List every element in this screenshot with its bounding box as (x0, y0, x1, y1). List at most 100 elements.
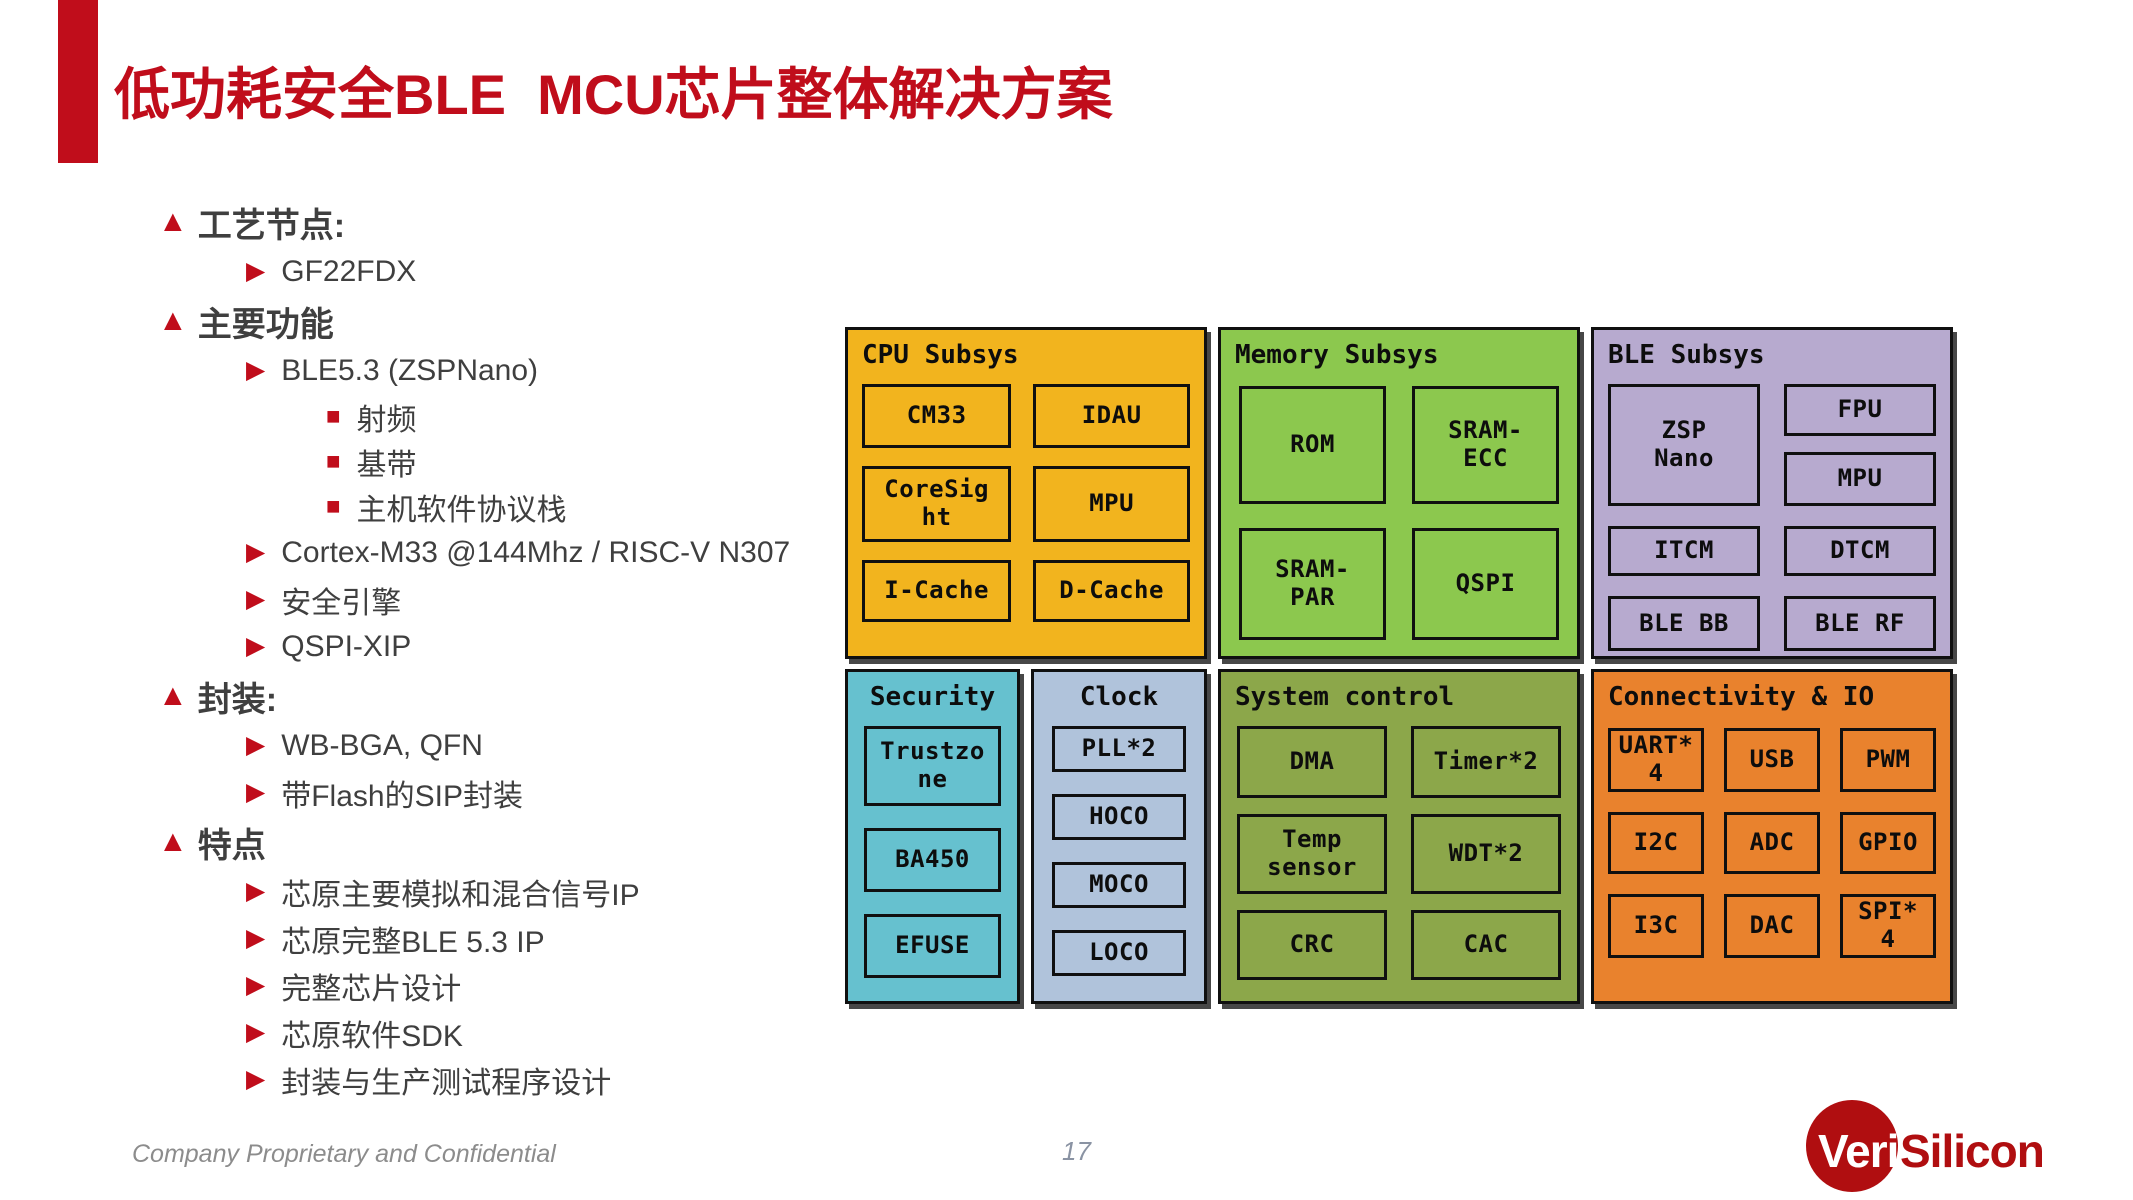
box-gpio: GPIO (1840, 812, 1936, 874)
bullet-text: 封装: (197, 680, 278, 719)
box-i2c: I2C (1608, 812, 1704, 874)
block-title: Connectivity & IO (1608, 682, 1875, 712)
block-title: CPU Subsys (862, 340, 1019, 370)
block-connectivity-io: Connectivity & IO UART* 4 USB PWM I2C AD… (1591, 669, 1953, 1004)
box-sram-par: SRAM- PAR (1239, 528, 1386, 640)
bullet-item: ■ 基带 (326, 439, 878, 484)
block-boxes: ITCM DTCM (1594, 506, 1950, 576)
box-cac: CAC (1411, 910, 1561, 980)
square-marker: ■ (326, 492, 341, 520)
bullet-text: 特点 (197, 826, 266, 865)
verisilicon-logo: Veri Silicon (1806, 1100, 2106, 1195)
block-title: System control (1235, 682, 1455, 712)
block-ble-subsys: BLE Subsys ZSP Nano FPU MPU ITCM DTCM BL… (1591, 327, 1953, 659)
bullet-item: ▶ Cortex-M33 @144Mhz / RISC-V N307 (246, 529, 878, 576)
box-pwm: PWM (1840, 728, 1936, 792)
page-title: 低功耗安全BLE MCU芯片整体解决方案 (114, 63, 1113, 126)
block-clock: Clock PLL*2 HOCO MOCO LOCO (1031, 669, 1207, 1004)
logo-veri-text: Veri (1818, 1125, 1899, 1177)
triangle-right-marker: ▶ (246, 1018, 266, 1046)
bullet-item: ▲封装: (158, 670, 878, 722)
box-itcm: ITCM (1608, 526, 1760, 576)
bullet-text: 基带 (356, 448, 417, 482)
triangle-up-marker: ▲ (158, 205, 188, 238)
box-temp-sensor: Temp sensor (1237, 814, 1387, 894)
box-dma: DMA (1237, 726, 1387, 798)
bullet-text: 主机软件协议栈 (356, 493, 567, 527)
block-title: Memory Subsys (1235, 340, 1439, 370)
box-spi: SPI* 4 (1840, 894, 1936, 958)
block-cpu-subsys: CPU Subsys CM33 IDAU CoreSig ht MPU I-Ca… (845, 327, 1207, 659)
triangle-right-marker: ▶ (246, 877, 266, 905)
bullet-text: WB-BGA, QFN (281, 728, 483, 762)
bullet-text: 完整芯片设计 (281, 972, 462, 1006)
block-boxes: Trustzo ne BA450 EFUSE (848, 718, 1017, 978)
triangle-right-marker: ▶ (246, 1065, 266, 1093)
bullet-item: ▲ 工艺节点: (158, 196, 878, 248)
box-mpu-cpu: MPU (1033, 466, 1190, 542)
bullet-text: 封装与生产测试程序设计 (281, 1066, 612, 1100)
bullet-item: ▲特点 (158, 816, 878, 868)
box-pll: PLL*2 (1052, 726, 1186, 772)
triangle-right-marker: ▶ (246, 257, 266, 285)
bullet-text: 芯原软件SDK (281, 1019, 463, 1053)
box-trustzone: Trustzo ne (864, 726, 1001, 806)
bullet-text: Cortex-M33 @144Mhz / RISC-V N307 (281, 535, 791, 569)
triangle-right-marker: ▶ (246, 731, 266, 759)
bullet-text: 芯原完整BLE 5.3 IP (281, 925, 545, 959)
block-boxes: BLE BB BLE RF (1594, 576, 1950, 651)
triangle-right-marker: ▶ (246, 356, 266, 384)
bullet-list: ▲工艺节点: ▶GF22FDX ▲主要功能 ▶BLE5.3 (ZSPNano) … (158, 196, 878, 1103)
bullet-item: ▶ WB-BGA, QFN (246, 722, 878, 769)
bullet-text: 主要功能 (197, 305, 334, 344)
bullet-text: 芯原主要模拟和混合信号IP (281, 878, 640, 912)
block-boxes: DMA Timer*2 Temp sensor WDT*2 CRC CAC (1221, 718, 1577, 980)
box-fpu: FPU (1784, 384, 1936, 436)
triangle-right-marker: ▶ (246, 778, 266, 806)
bullet-text: 工艺节点: (197, 206, 346, 245)
block-title: BLE Subsys (1608, 340, 1765, 370)
bullet-item: ▶ 芯原软件SDK (246, 1009, 878, 1056)
block-boxes: PLL*2 HOCO MOCO LOCO (1034, 718, 1204, 976)
box-efuse: EFUSE (864, 914, 1001, 978)
box-moco: MOCO (1052, 862, 1186, 908)
block-boxes: UART* 4 USB PWM I2C ADC GPIO I3C DAC SPI… (1594, 718, 1950, 958)
block-boxes: ZSP Nano FPU MPU (1594, 376, 1950, 506)
block-security: Security Trustzo ne BA450 EFUSE (845, 669, 1020, 1004)
box-rom: ROM (1239, 386, 1386, 504)
box-zsp-nano: ZSP Nano (1608, 384, 1760, 506)
block-boxes: ROM SRAM- ECC SRAM- PAR QSPI (1221, 376, 1577, 640)
bullet-text: GF22FDX (281, 254, 417, 288)
block-system-control: System control DMA Timer*2 Temp sensor W… (1218, 669, 1580, 1004)
box-adc: ADC (1724, 812, 1820, 874)
block-title: Clock (1079, 682, 1159, 712)
bullet-item: ▶ 带Flash的SIP封装 (246, 769, 878, 816)
box-ba450: BA450 (864, 828, 1001, 892)
box-icache: I-Cache (862, 560, 1012, 622)
bullet-item: ▶ 封装与生产测试程序设计 (246, 1056, 878, 1103)
bullet-item: ▶ GF22FDX (246, 248, 878, 295)
box-timer: Timer*2 (1411, 726, 1561, 798)
block-boxes: CM33 IDAU CoreSig ht MPU I-Cache D-Cache (848, 376, 1204, 622)
bullet-item: ■射频 (326, 394, 878, 439)
footer-confidential-text: Company Proprietary and Confidential (132, 1140, 556, 1168)
box-ble-rf: BLE RF (1784, 596, 1936, 651)
page-number: 17 (1062, 1136, 1091, 1166)
box-crc: CRC (1237, 910, 1387, 980)
bullet-item: ▶安全引擎 (246, 576, 878, 623)
title-accent-bar (58, 0, 98, 163)
triangle-right-marker: ▶ (246, 585, 266, 613)
triangle-up-marker: ▲ (158, 304, 188, 337)
box-qspi: QSPI (1412, 528, 1559, 640)
box-mpu-ble: MPU (1784, 452, 1936, 506)
square-marker: ■ (326, 447, 341, 475)
bullet-item: ▶BLE5.3 (ZSPNano) (246, 347, 878, 394)
box-dcache: D-Cache (1033, 560, 1190, 622)
triangle-right-marker: ▶ (246, 538, 266, 566)
bullet-item: ■ 主机软件协议栈 (326, 484, 878, 529)
bullet-text: 带Flash的SIP封装 (281, 779, 523, 813)
block-title: Security (869, 682, 996, 712)
box-idau: IDAU (1033, 384, 1190, 448)
triangle-right-marker: ▶ (246, 632, 266, 660)
triangle-right-marker: ▶ (246, 971, 266, 999)
